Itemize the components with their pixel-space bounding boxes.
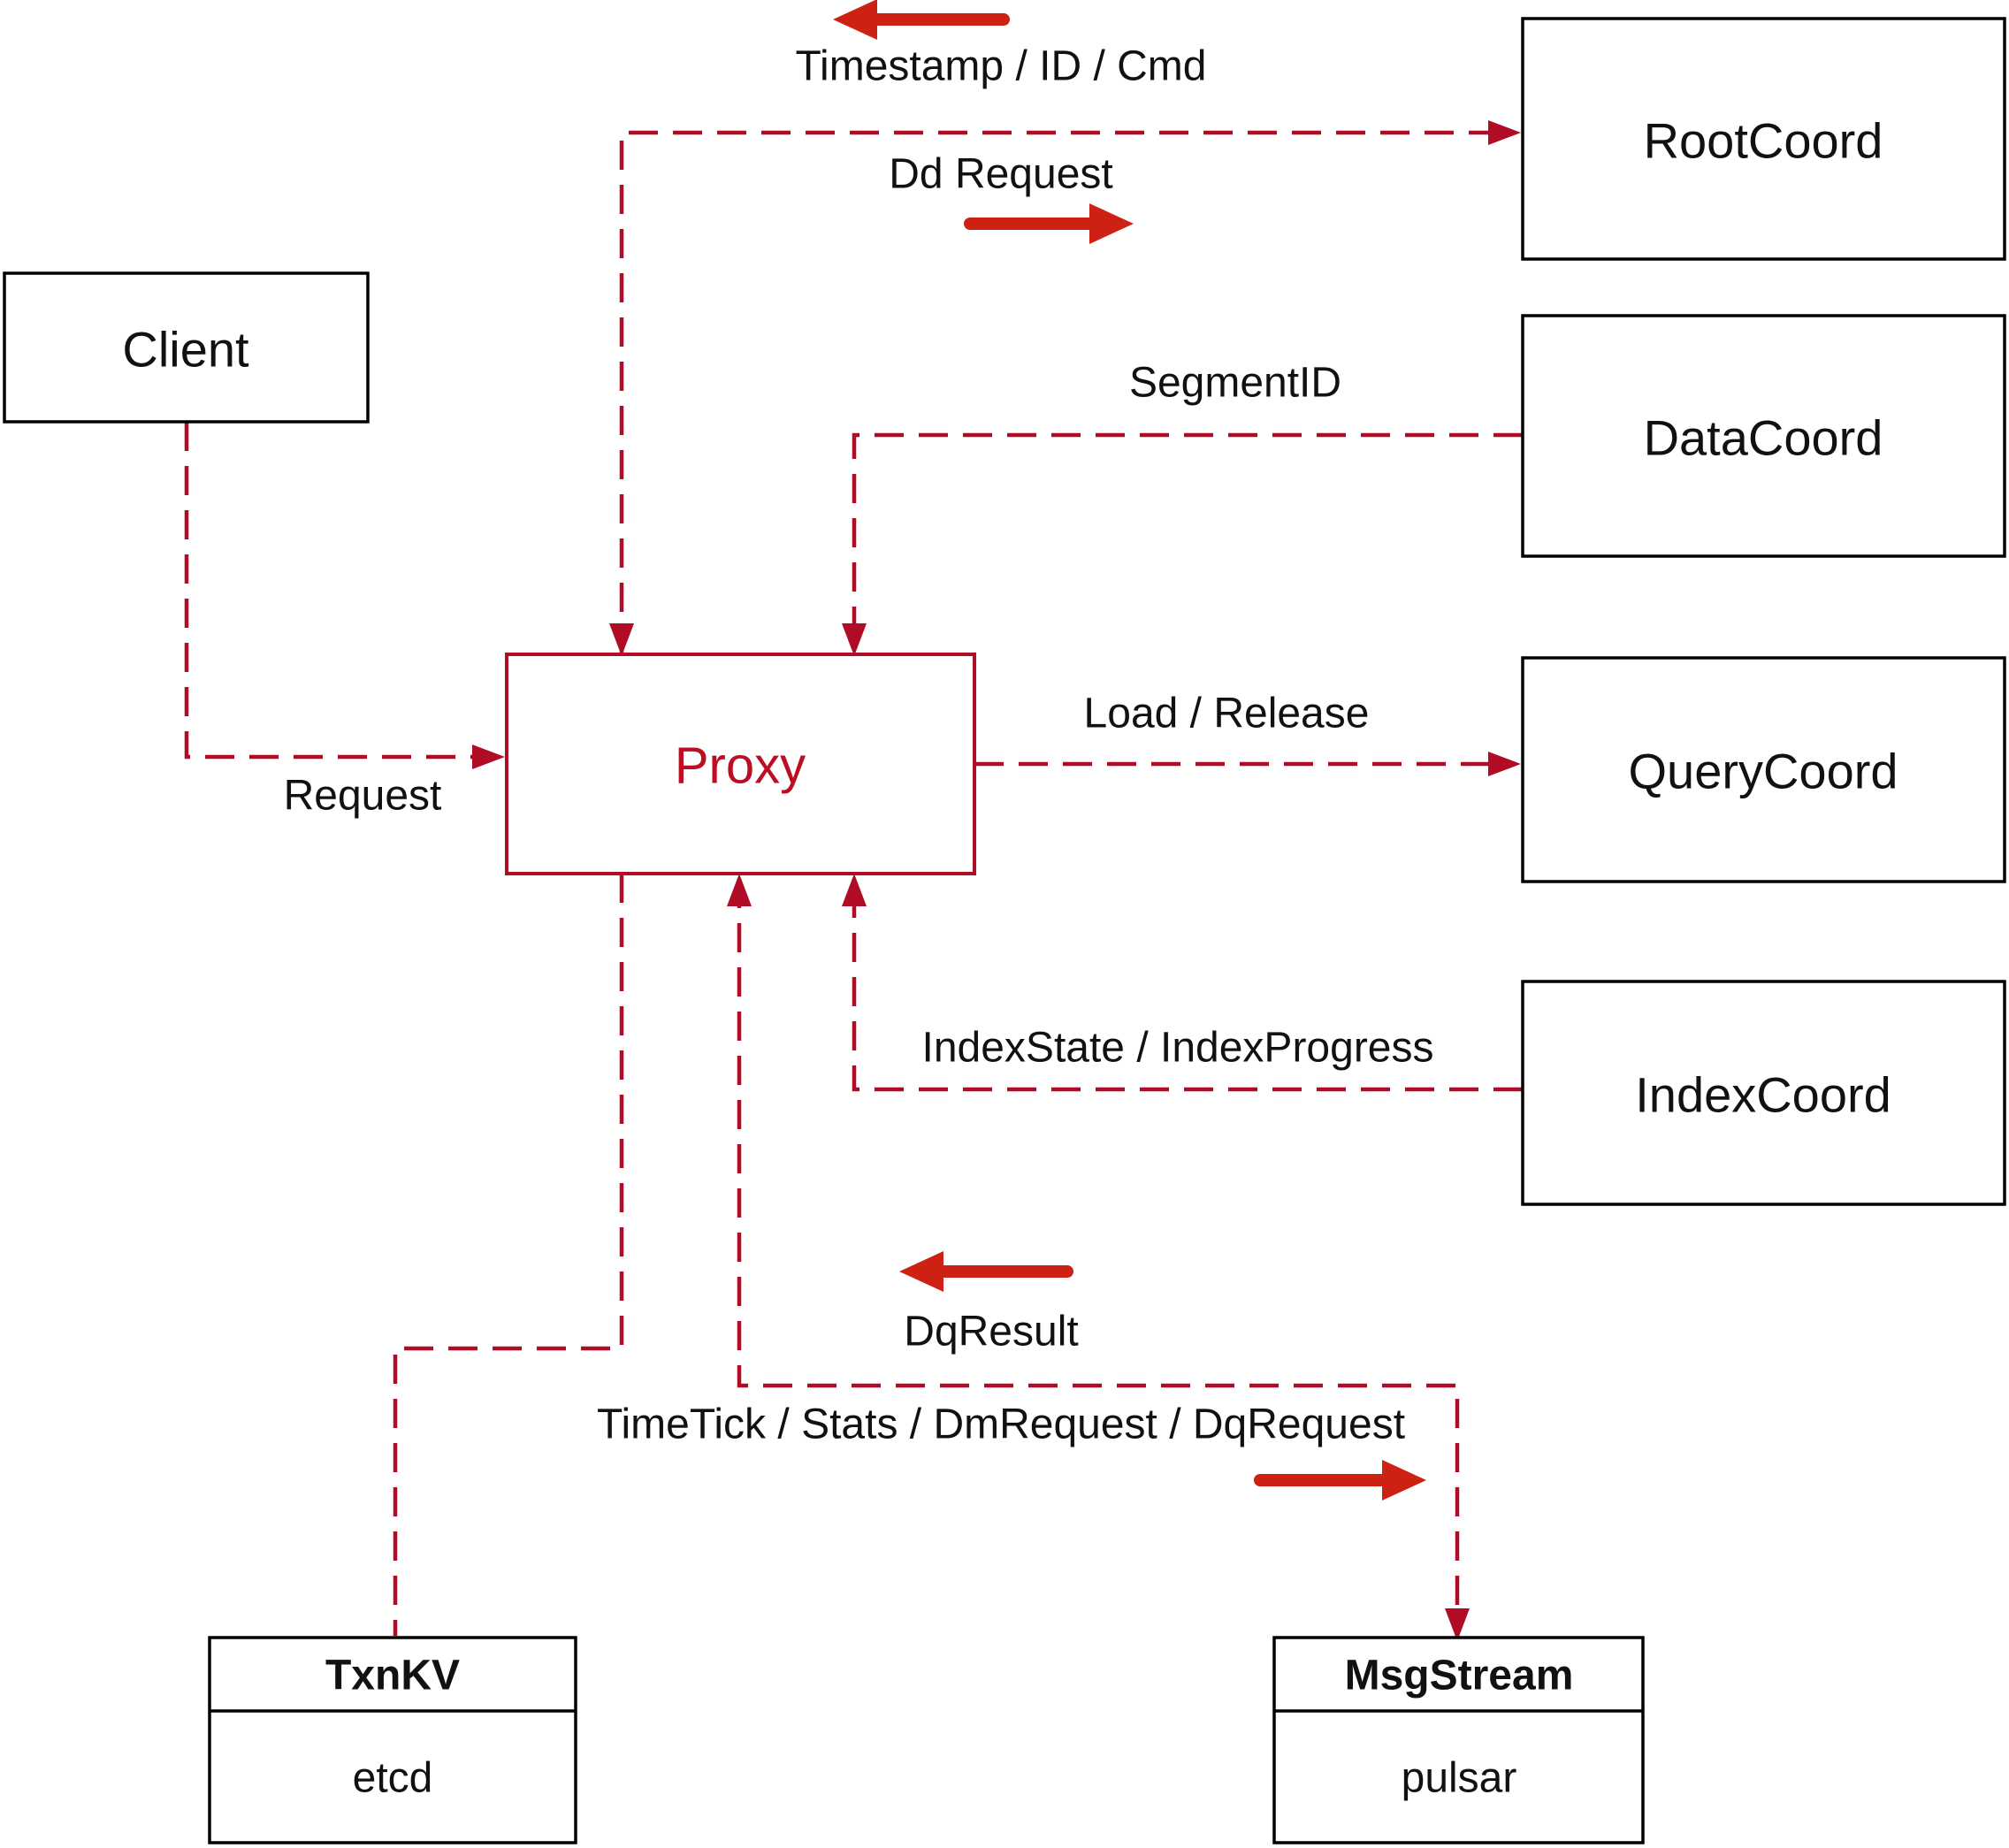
connector-proxy-txnkv-line [393,874,624,1636]
arrowhead-into-proxy-top-left-icon [609,623,634,656]
connector-indexcoord-proxy-line [852,879,1523,1092]
dd-request-direction-arrow [964,203,1134,244]
client-node: Client [3,271,370,424]
arrowhead-into-rootcoord-icon [1488,120,1521,145]
arrowhead-into-proxy-bottom-middle-icon [727,874,752,906]
connector-datacoord-proxy [842,432,1523,656]
timetick-direction-arrow [1254,1460,1426,1501]
msgstream-title: MsgStream [1345,1653,1574,1699]
client-label: Client [122,322,249,378]
datacoord-box [1521,314,2006,558]
txnkv-subtitle: etcd [353,1755,433,1802]
querycoord-box [1521,656,2006,883]
arrowhead-into-msgstream-icon [1445,1608,1470,1641]
arrowhead-into-proxy-bottom-right-icon [842,874,867,906]
txnkv-title: TxnKV [325,1653,460,1699]
connector-client-proxy [184,422,505,769]
connector-proxy-txnkv [393,874,624,1636]
rootcoord-box [1521,17,2006,261]
proxy-node: Proxy [505,653,976,875]
right-arrow-head-icon [1382,1460,1426,1501]
dq-result-direction-arrow [899,1251,1073,1292]
connector-proxy-rootcoord-line [619,130,1516,656]
rootcoord-node: RootCoord [1521,17,2006,261]
rootcoord-label: RootCoord [1644,113,1883,169]
msgstream-subtitle: pulsar [1402,1755,1517,1802]
edge-label-index-state: IndexState / IndexProgress [922,1025,1434,1072]
arrowhead-into-proxy-left-icon [472,745,505,769]
connector-indexcoord-proxy [842,874,1523,1092]
connector-proxy-rootcoord [609,120,1521,656]
left-arrow-head-icon [833,0,877,40]
edge-label-dq-result: DqResult [904,1309,1078,1355]
indexcoord-label: IndexCoord [1635,1067,1891,1123]
msgstream-node: MsgStream pulsar [1272,1636,1645,1844]
indexcoord-node: IndexCoord [1521,980,2006,1206]
msgstream-box [1272,1636,1645,1844]
txnkv-box [208,1636,577,1844]
connector-proxy-msgstream-line [737,879,1460,1636]
edge-label-timetick: TimeTick / Stats / DmRequest / DqRequest [597,1401,1405,1448]
indexcoord-box [1521,980,2006,1206]
proxy-box [505,653,976,875]
querycoord-label: QueryCoord [1628,744,1898,799]
left-arrow-head-icon [899,1251,943,1292]
connector-proxy-msgstream [727,874,1470,1641]
querycoord-node: QueryCoord [1521,656,2006,883]
datacoord-node: DataCoord [1521,314,2006,558]
timestamp-response-direction-arrow [833,0,1010,40]
datacoord-label: DataCoord [1644,410,1883,466]
client-box [3,271,370,424]
connector-proxy-querycoord [974,752,1521,776]
connector-datacoord-proxy-line [852,432,1523,651]
connector-client-proxy-line [184,422,498,760]
edge-label-load-release: Load / Release [1084,691,1370,737]
txnkv-node: TxnKV etcd [208,1636,577,1844]
edge-label-segment-id: SegmentID [1129,360,1341,407]
arrowhead-into-proxy-top-right-icon [842,623,867,656]
right-arrow-head-icon [1089,203,1134,244]
proxy-label: Proxy [675,737,806,795]
edge-label-request: Request [284,773,442,820]
edge-label-dd-request: Dd Request [889,151,1112,198]
edge-label-timestamp-id-cmd: Timestamp / ID / Cmd [796,43,1207,90]
arrowhead-into-querycoord-icon [1488,752,1521,776]
